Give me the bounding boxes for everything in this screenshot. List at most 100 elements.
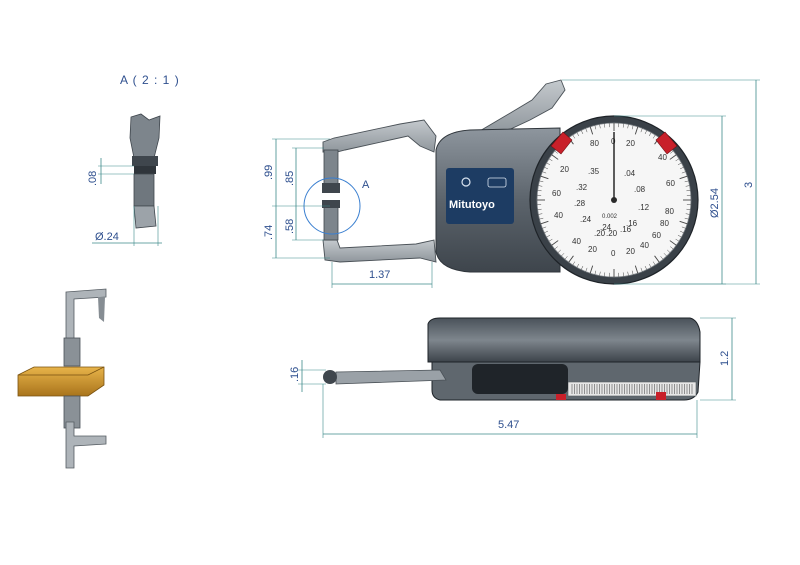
dial-num: 40: [658, 153, 667, 162]
side-arm: [335, 369, 447, 385]
jaw-lower-total-dim: .74: [263, 225, 275, 240]
jaw-total-dim: .99: [263, 165, 275, 180]
detail-tip-thickness-dim: .08: [87, 171, 99, 186]
isometric-view: [17, 288, 107, 469]
dial-num: 20: [588, 245, 597, 254]
dial-tick: [568, 255, 574, 263]
jaw-upper-dim: .85: [284, 171, 296, 186]
dial-tick: [546, 162, 551, 166]
dial-tick: [604, 272, 606, 277]
dial-num: 80: [665, 207, 674, 216]
front-view: A Mitutoyo 80 0 20 60 40 20 40 60 80 40 …: [263, 79, 760, 288]
jaw-reach-dim: 1.37: [369, 269, 390, 281]
detail-tip-shaft: [133, 173, 155, 207]
dial-tick: [599, 271, 601, 276]
dial-diameter-dim: Ø2.54: [709, 188, 721, 218]
side-dial-ticks: [571, 384, 693, 394]
dial-tick: [684, 217, 689, 220]
dial-num: .20: [594, 229, 606, 238]
dial-tick: [576, 263, 580, 268]
dial-tick: [670, 246, 674, 250]
dial-tick: [675, 158, 680, 162]
dial-tick: [564, 256, 568, 260]
iso-upper-tip: [63, 337, 81, 367]
dial-num: 60: [652, 231, 661, 240]
tolerance-marker-left: [550, 131, 573, 155]
dial-tick: [589, 265, 594, 274]
dial-tick: [677, 162, 682, 166]
tolerance-marker-right: [655, 131, 678, 155]
dial-tick: [631, 270, 634, 275]
dial-tick: [648, 132, 652, 137]
detail-title: A ( 2 : 1 ): [120, 73, 180, 87]
dial-tick: [681, 226, 686, 229]
dial-tick: [537, 190, 542, 192]
dial-tick: [681, 171, 686, 174]
brand-plate: [446, 168, 514, 224]
detail-tip-diameter-dim: Ø.24: [95, 231, 119, 243]
dial-tick: [572, 261, 576, 266]
dial-tick: [580, 130, 584, 135]
side-contact-tip: [323, 370, 337, 384]
dial-tick: [685, 185, 690, 187]
dial-tick: [634, 265, 639, 274]
dial-num: 60: [552, 189, 561, 198]
dial-needle-hub: [611, 197, 617, 203]
dial-center-label: 0.002: [602, 214, 618, 220]
side-lever-block: [472, 364, 568, 394]
dial-tick: [640, 267, 643, 272]
dial-tick: [576, 132, 580, 137]
overall-height-dim: 3: [743, 182, 755, 188]
dial-num: 0: [611, 249, 616, 258]
dial-tick: [654, 255, 660, 263]
dial-tick: [652, 261, 656, 266]
dial-tick: [551, 240, 559, 246]
dial-tick: [627, 271, 629, 276]
dial-tick: [544, 166, 549, 170]
dial-tick: [539, 217, 544, 220]
dial-tick: [540, 175, 549, 180]
lower-jaw-arm: [322, 239, 437, 263]
dial-tick: [557, 249, 561, 253]
dial-tick: [542, 171, 547, 174]
dial-tick: [585, 128, 588, 133]
body-thickness-dim: 1.2: [719, 351, 731, 366]
dial-num: .28: [574, 199, 586, 208]
dial-tick: [660, 256, 664, 260]
brand-logo-icon: [461, 177, 471, 187]
dial-tick: [542, 226, 547, 229]
dial-tick: [686, 190, 691, 192]
dial-tick: [669, 154, 677, 160]
dial-num: .35: [588, 167, 600, 176]
dial-num: .04: [624, 169, 636, 178]
dial-tick: [670, 150, 674, 154]
dial-tick: [537, 208, 542, 210]
dial-num: .32: [576, 183, 588, 192]
detail-view-a: A ( 2 : 1 ) .08 Ø.24: [87, 73, 180, 246]
dial-tick: [677, 234, 682, 238]
detail-tip-collar: [132, 156, 158, 166]
dial-tick: [548, 238, 553, 242]
dial-tick: [589, 126, 594, 135]
dial-tick: [622, 123, 624, 128]
detail-callout-label: A: [362, 179, 370, 191]
dial-tick: [554, 246, 558, 250]
dial-tick: [538, 185, 543, 187]
dial-tick: [679, 175, 688, 180]
dial-tick: [679, 166, 684, 170]
side-body-top: [427, 317, 701, 363]
dial-num: .08: [634, 185, 646, 194]
dial-num: .16: [626, 219, 638, 228]
dial-tick: [667, 249, 671, 253]
dial-tick: [546, 234, 551, 238]
jaw-lower-dim: .58: [284, 219, 296, 234]
dial-tick: [627, 124, 629, 129]
dial-tick: [686, 208, 691, 210]
dial-tick: [538, 213, 543, 215]
dial-num: 20: [626, 139, 635, 148]
dial-num: .20: [606, 229, 618, 238]
side-red-marker-right: [656, 392, 666, 400]
dial-tick: [551, 154, 559, 160]
dial-tick: [634, 126, 639, 135]
